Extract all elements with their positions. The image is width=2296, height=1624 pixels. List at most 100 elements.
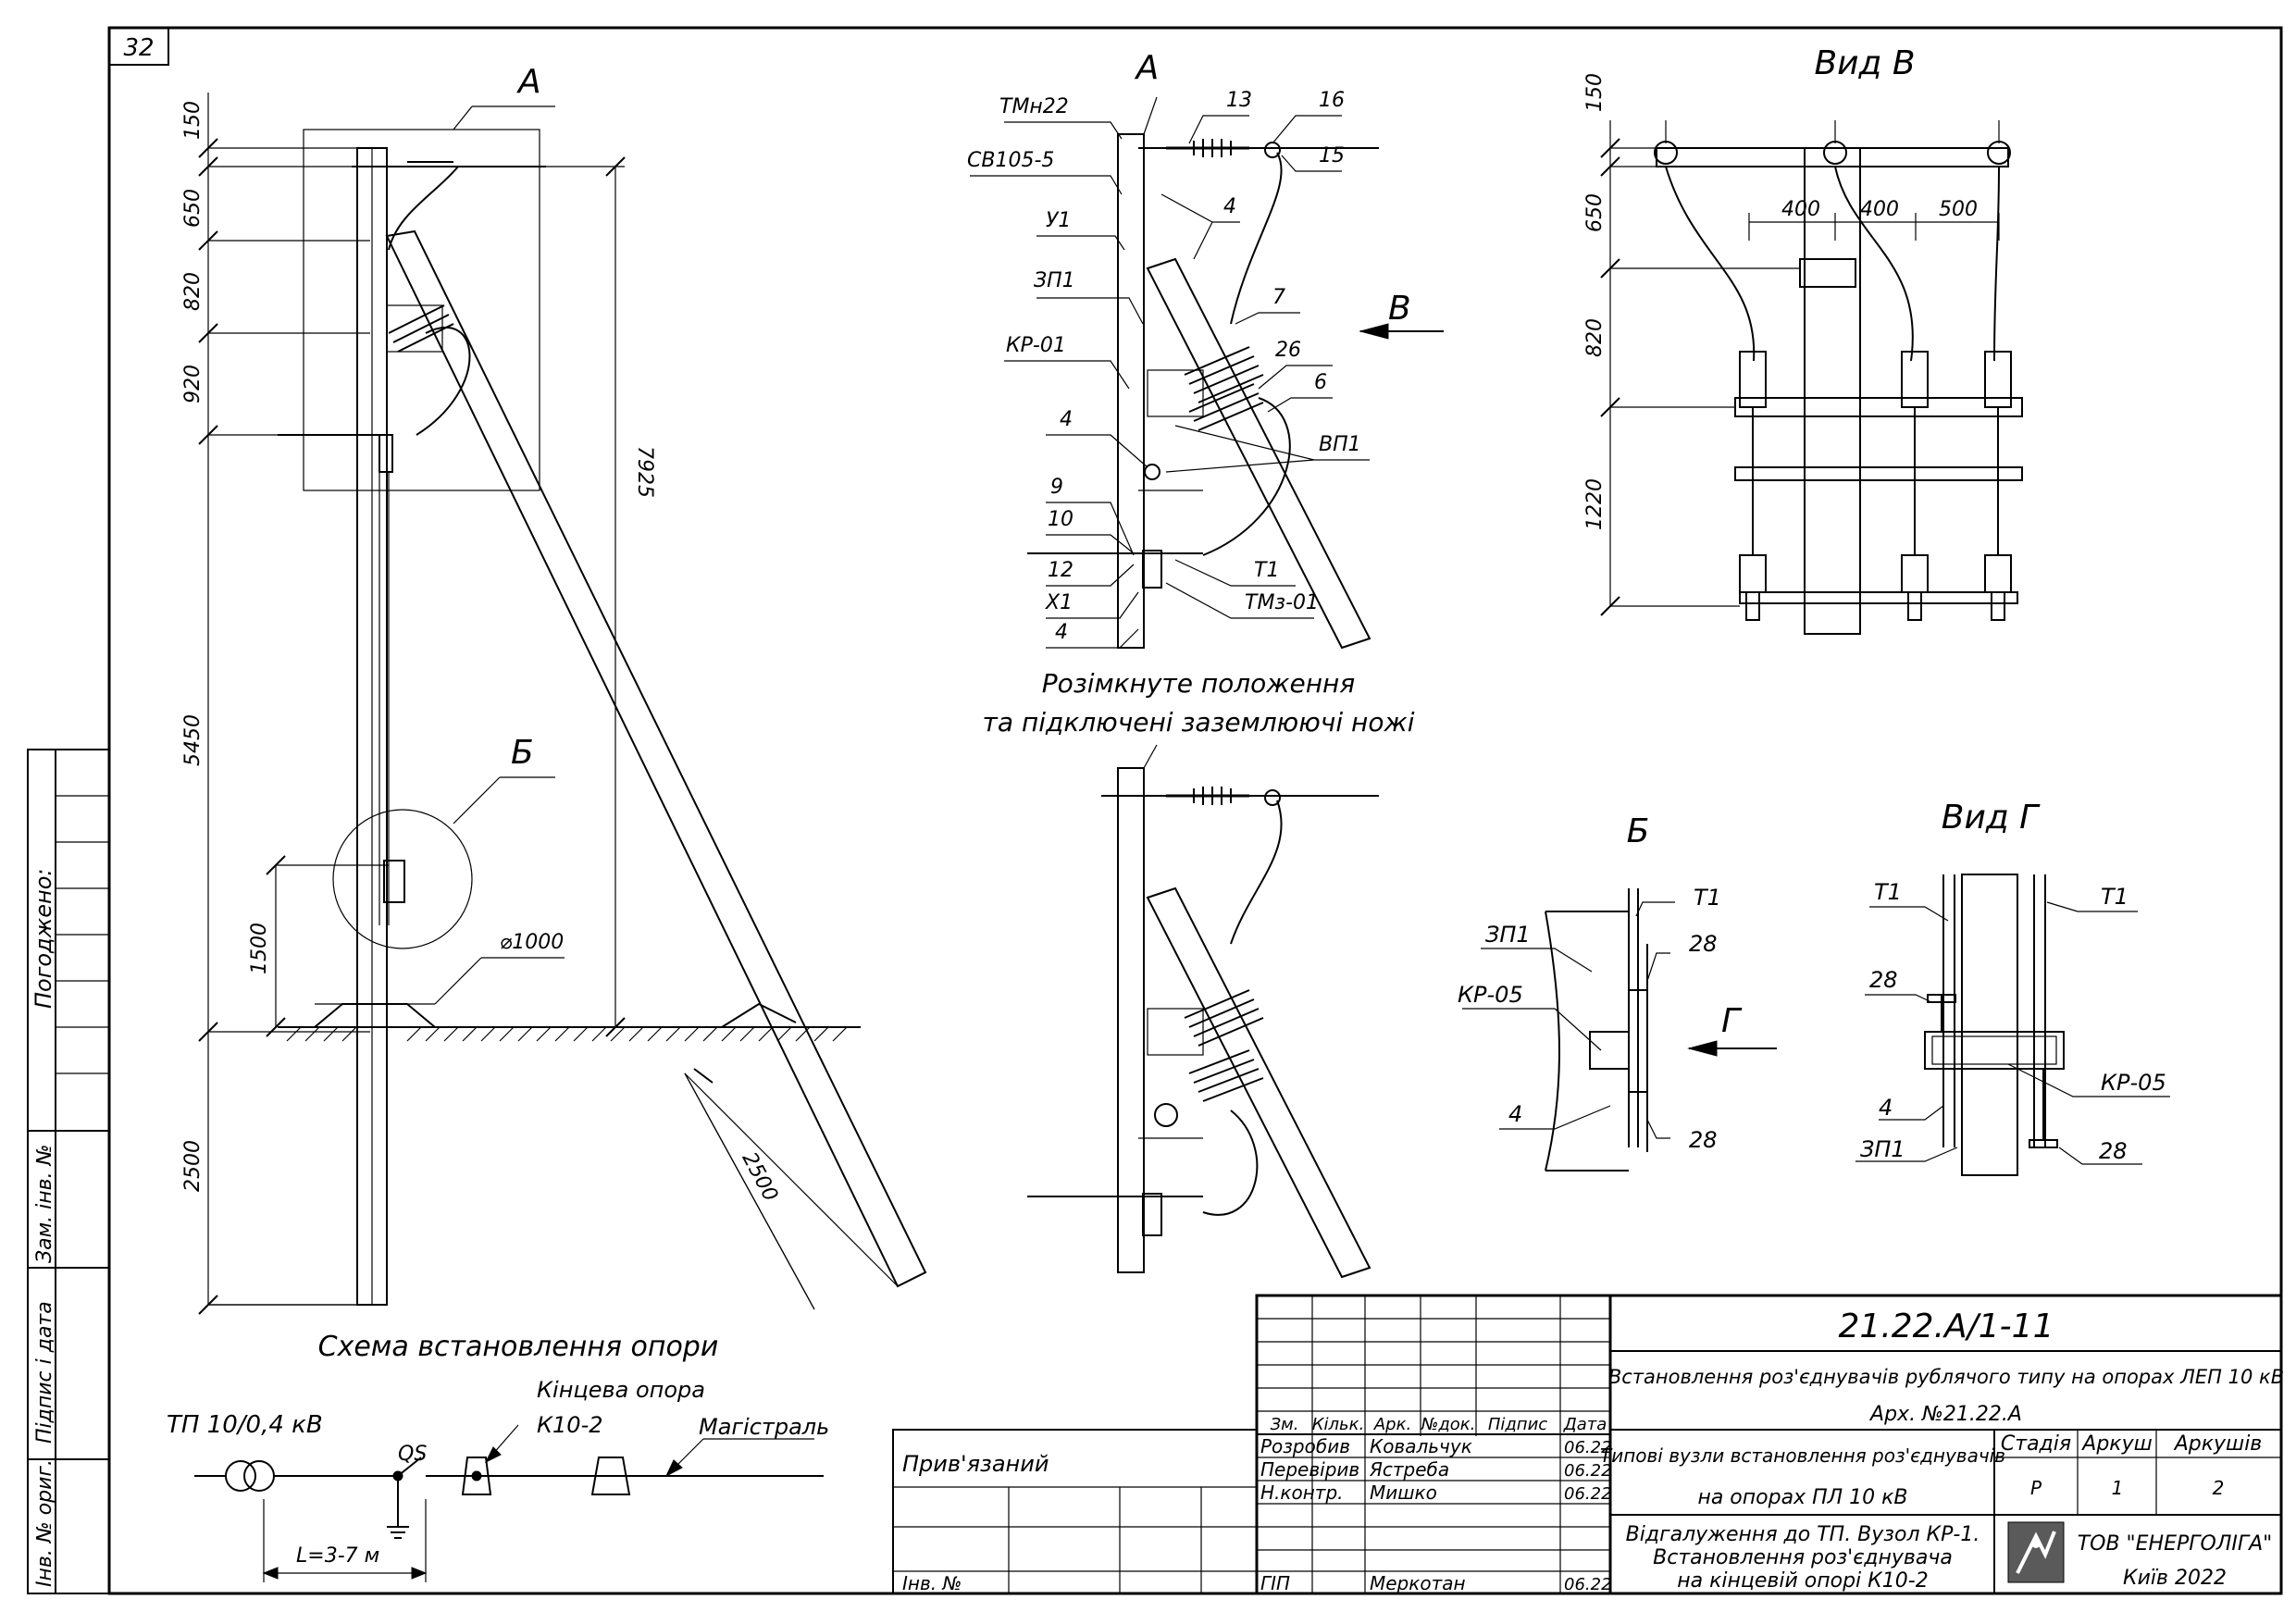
label-13: 13 [1226, 89, 1252, 112]
row-role-2: Н.контр. [1260, 1481, 1344, 1504]
doc-code: 21.22.А/1-11 [1839, 1308, 2054, 1345]
db-label-kr-05: КР-05 [1458, 982, 1523, 1008]
row-name-3: Меркотан [1370, 1572, 1466, 1594]
stamp-original-inv: Інв. № ориг. [33, 1459, 56, 1587]
label-4-mid: 4 [1223, 195, 1236, 218]
row-name-2: Мишко [1370, 1481, 1437, 1504]
transformer-coil-2 [243, 1460, 275, 1492]
sheets-value: 2 [2213, 1477, 2225, 1499]
db-label-zp1: ЗП1 [1485, 922, 1531, 948]
detail-a-caption-1: Розімкнуте положення [1042, 668, 1355, 699]
label-x1: Х1 [1045, 591, 1073, 614]
detail-a-open [1027, 744, 1379, 1279]
row-date-3: 06.22 [1564, 1575, 1612, 1594]
length-label: L=3-7 м [296, 1544, 379, 1568]
label-6: 6 [1314, 371, 1327, 394]
section-title-2: на опорах ПЛ 10 кВ [1697, 1486, 1907, 1509]
col-header-data: Дата [1563, 1415, 1607, 1434]
col-header-zm: Зм. [1271, 1415, 1299, 1434]
transformer-coil-1 [225, 1460, 256, 1492]
linked-label: Прив'язаний [902, 1451, 1049, 1477]
sheets-header: Аркушів [2173, 1432, 2263, 1456]
detail-a-title: А [1135, 49, 1160, 87]
end-pole-label-1: Кінцева опора [537, 1377, 705, 1403]
row-date-2: 06.22 [1564, 1484, 1612, 1504]
arrow-b-label: В [1388, 290, 1411, 328]
title-block: Зм. Кільк. Арк. №док. Підпис Дата Розроб… [892, 1294, 2284, 1595]
label-u1: У1 [1046, 209, 1071, 232]
vb-dim-820: 820 [1583, 318, 1607, 357]
detail-b-title: Б [1627, 812, 1650, 850]
label-26: 26 [1275, 339, 1301, 362]
dim-650: 650 [181, 189, 205, 228]
stage-value: Р [2030, 1477, 2042, 1499]
sheet-title-2: Встановлення роз'єднувача [1653, 1546, 1953, 1569]
label-9: 9 [1050, 476, 1063, 499]
stamp-approved: Погоджено: [31, 869, 56, 1009]
vg-label-t1-right: Т1 [2101, 884, 2128, 910]
col-header-ark: Арк. [1373, 1415, 1411, 1434]
callout-a: А [516, 63, 541, 101]
sheet-header: Аркуш [2080, 1432, 2152, 1456]
intermediate-pole-symbol [590, 1457, 631, 1495]
callout-b: Б [511, 734, 534, 772]
vb-dim-400-right: 400 [1860, 198, 1899, 221]
label-vp1: ВП1 [1319, 433, 1361, 456]
db-label-4: 4 [1508, 1101, 1522, 1127]
label-4-bottom: 4 [1055, 621, 1068, 644]
label-tmz-01: ТМз-01 [1245, 591, 1319, 614]
view-b: Вид В [1583, 44, 2023, 635]
company-logo [2007, 1521, 2065, 1583]
vb-dim-650: 650 [1583, 193, 1607, 232]
detail-a-caption-2: та підключені заземлюючі ножі [983, 707, 1415, 738]
end-pole-label-2: К10-2 [537, 1412, 603, 1438]
dim-920: 920 [181, 365, 205, 403]
pole-view-caption: Схема встановлення опори [318, 1331, 719, 1363]
dim-150: 150 [181, 101, 205, 140]
row-role-1: Перевірив [1260, 1458, 1359, 1481]
col-header-pidpys: Підпис [1488, 1415, 1547, 1434]
diameter-label: ⌀1000 [500, 931, 564, 954]
stamp-signature-date: Підпис і дата [33, 1301, 56, 1444]
row-name-0: Ковальчук [1370, 1435, 1472, 1457]
stage-header: Стадія [2001, 1432, 2071, 1456]
label-zp1: ЗП1 [1034, 269, 1075, 292]
vg-label-t1-left: Т1 [1874, 879, 1902, 905]
col-header-kilk: Кільк. [1312, 1415, 1365, 1434]
row-date-0: 06.22 [1564, 1438, 1612, 1457]
view-g: Вид Г Т1 Т1 28 КР-05 4 ЗП1 28 [1855, 799, 2170, 1176]
mainline-label: Магістраль [699, 1414, 829, 1440]
end-pole-symbol [461, 1457, 492, 1495]
project-title: Встановлення роз'єднувачів рублячого тип… [1608, 1366, 2284, 1388]
schematic-transformer-label: ТП 10/0,4 кВ [167, 1411, 323, 1439]
label-t1: Т1 [1254, 559, 1279, 582]
dim-5450: 5450 [181, 714, 205, 766]
detail-a: А ТМн22 СВ105-5 У1 ЗП1 КР-01 4 9 10 [967, 49, 1444, 738]
db-label-28-bottom: 28 [1689, 1127, 1718, 1153]
inv-label: Інв. № [902, 1572, 962, 1594]
vg-label-zp1: ЗП1 [1860, 1136, 1905, 1162]
label-4-top: 4 [1060, 408, 1073, 431]
vg-label-kr-05: КР-05 [2101, 1070, 2166, 1096]
phase-columns [1739, 351, 2012, 621]
vg-label-28-bottom: 28 [2099, 1138, 2128, 1164]
detail-b: Б Т1 28 ЗП1 КР-05 4 28 Г [1458, 812, 1777, 1172]
sheet-title-3: на кінцевій опорі К10-2 [1677, 1569, 1928, 1593]
dim-2500-strut: 2500 [738, 1148, 782, 1205]
stamp-replaced-inv: Зам. інв. № [33, 1145, 56, 1264]
row-role-0: Розробив [1260, 1435, 1350, 1457]
dim-7925: 7925 [633, 446, 656, 498]
db-label-t1: Т1 [1694, 885, 1721, 911]
view-b-title: Вид В [1814, 44, 1915, 82]
row-role-3: ГІП [1260, 1572, 1290, 1594]
vb-dim-150: 150 [1583, 73, 1607, 112]
pole-installation-view: А 150 650 820 [181, 63, 927, 1363]
switch-label: QS [398, 1443, 427, 1466]
db-label-28-top: 28 [1689, 931, 1718, 957]
label-16: 16 [1319, 89, 1345, 112]
vg-label-4: 4 [1879, 1095, 1893, 1121]
dim-820: 820 [181, 272, 205, 311]
dim-2500: 2500 [181, 1140, 205, 1192]
label-15: 15 [1319, 144, 1345, 167]
